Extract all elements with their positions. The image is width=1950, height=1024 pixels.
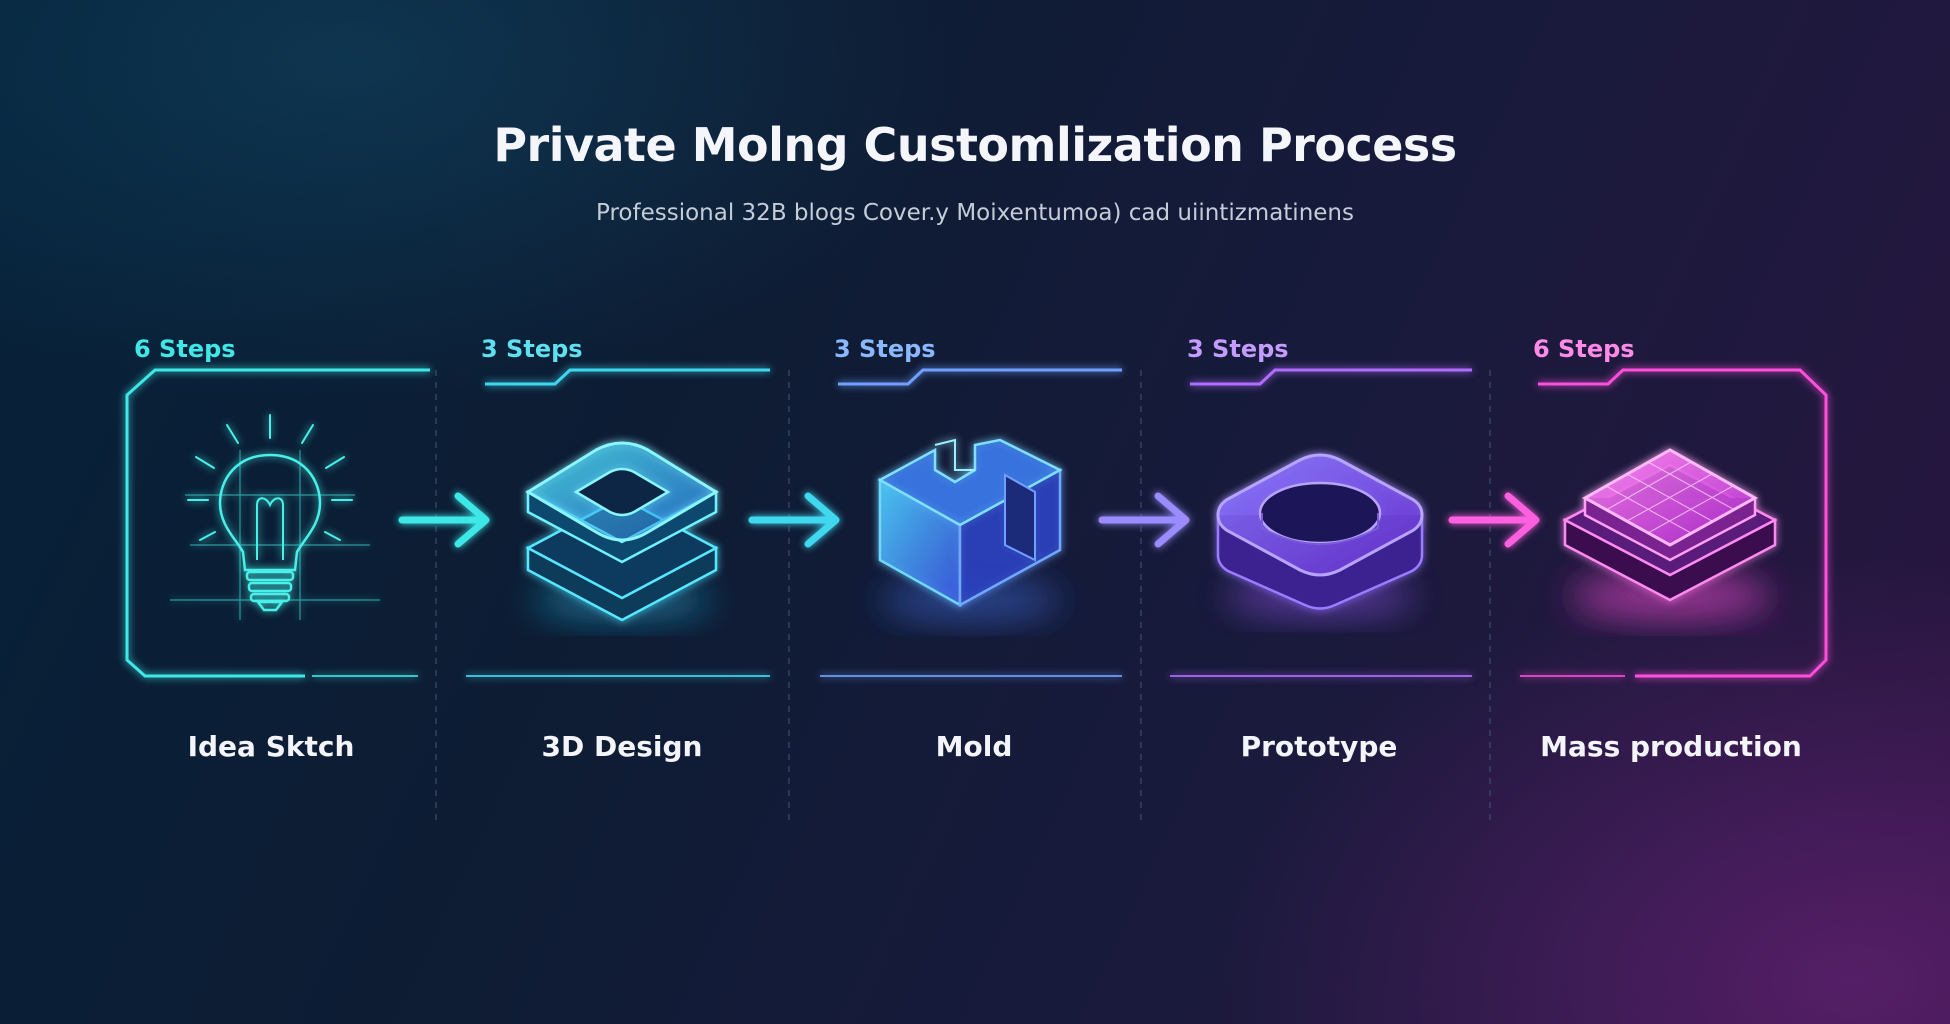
- stage-label-mold: Mold: [935, 730, 1013, 763]
- stage-steps-idea: 6 Steps: [134, 335, 236, 363]
- stage-label-idea: Idea Sktch: [187, 730, 355, 763]
- stage-label-mass-production: Mass production: [1540, 730, 1802, 763]
- arrow-1-icon: [398, 492, 490, 548]
- arrow-4-icon: [1448, 492, 1540, 548]
- stage-frame-3d-design: [466, 368, 770, 677]
- lightbulb-sketch-icon: [170, 414, 380, 620]
- stage-steps-prototype: 3 Steps: [1187, 335, 1289, 363]
- page-subtitle: Professional 32B blogs Cover.y Moixentum…: [596, 200, 1354, 226]
- stage-frame-idea: [125, 368, 430, 678]
- stage-steps-mass-production: 6 Steps: [1533, 335, 1635, 363]
- puzzle-mold-icon: [877, 438, 1063, 618]
- layered-ring-3d-icon: [525, 441, 719, 622]
- stage-frame-prototype: [1170, 368, 1472, 677]
- stage-frame-mold: [820, 368, 1122, 677]
- stage-steps-3d-design: 3 Steps: [481, 335, 583, 363]
- stage-frame-mass-production: [1520, 368, 1828, 678]
- arrow-3-icon: [1098, 492, 1190, 548]
- stage-steps-mold: 3 Steps: [834, 335, 936, 363]
- stage-label-3d-design: 3D Design: [541, 730, 703, 763]
- stage-label-prototype: Prototype: [1240, 730, 1398, 763]
- arrow-2-icon: [748, 492, 840, 548]
- page-title: Private Molng Customlization Process: [493, 118, 1457, 172]
- rounded-ring-prototype-icon: [1216, 453, 1424, 614]
- stage-separators: [435, 370, 1491, 820]
- grid-tray-production-icon: [1562, 448, 1778, 616]
